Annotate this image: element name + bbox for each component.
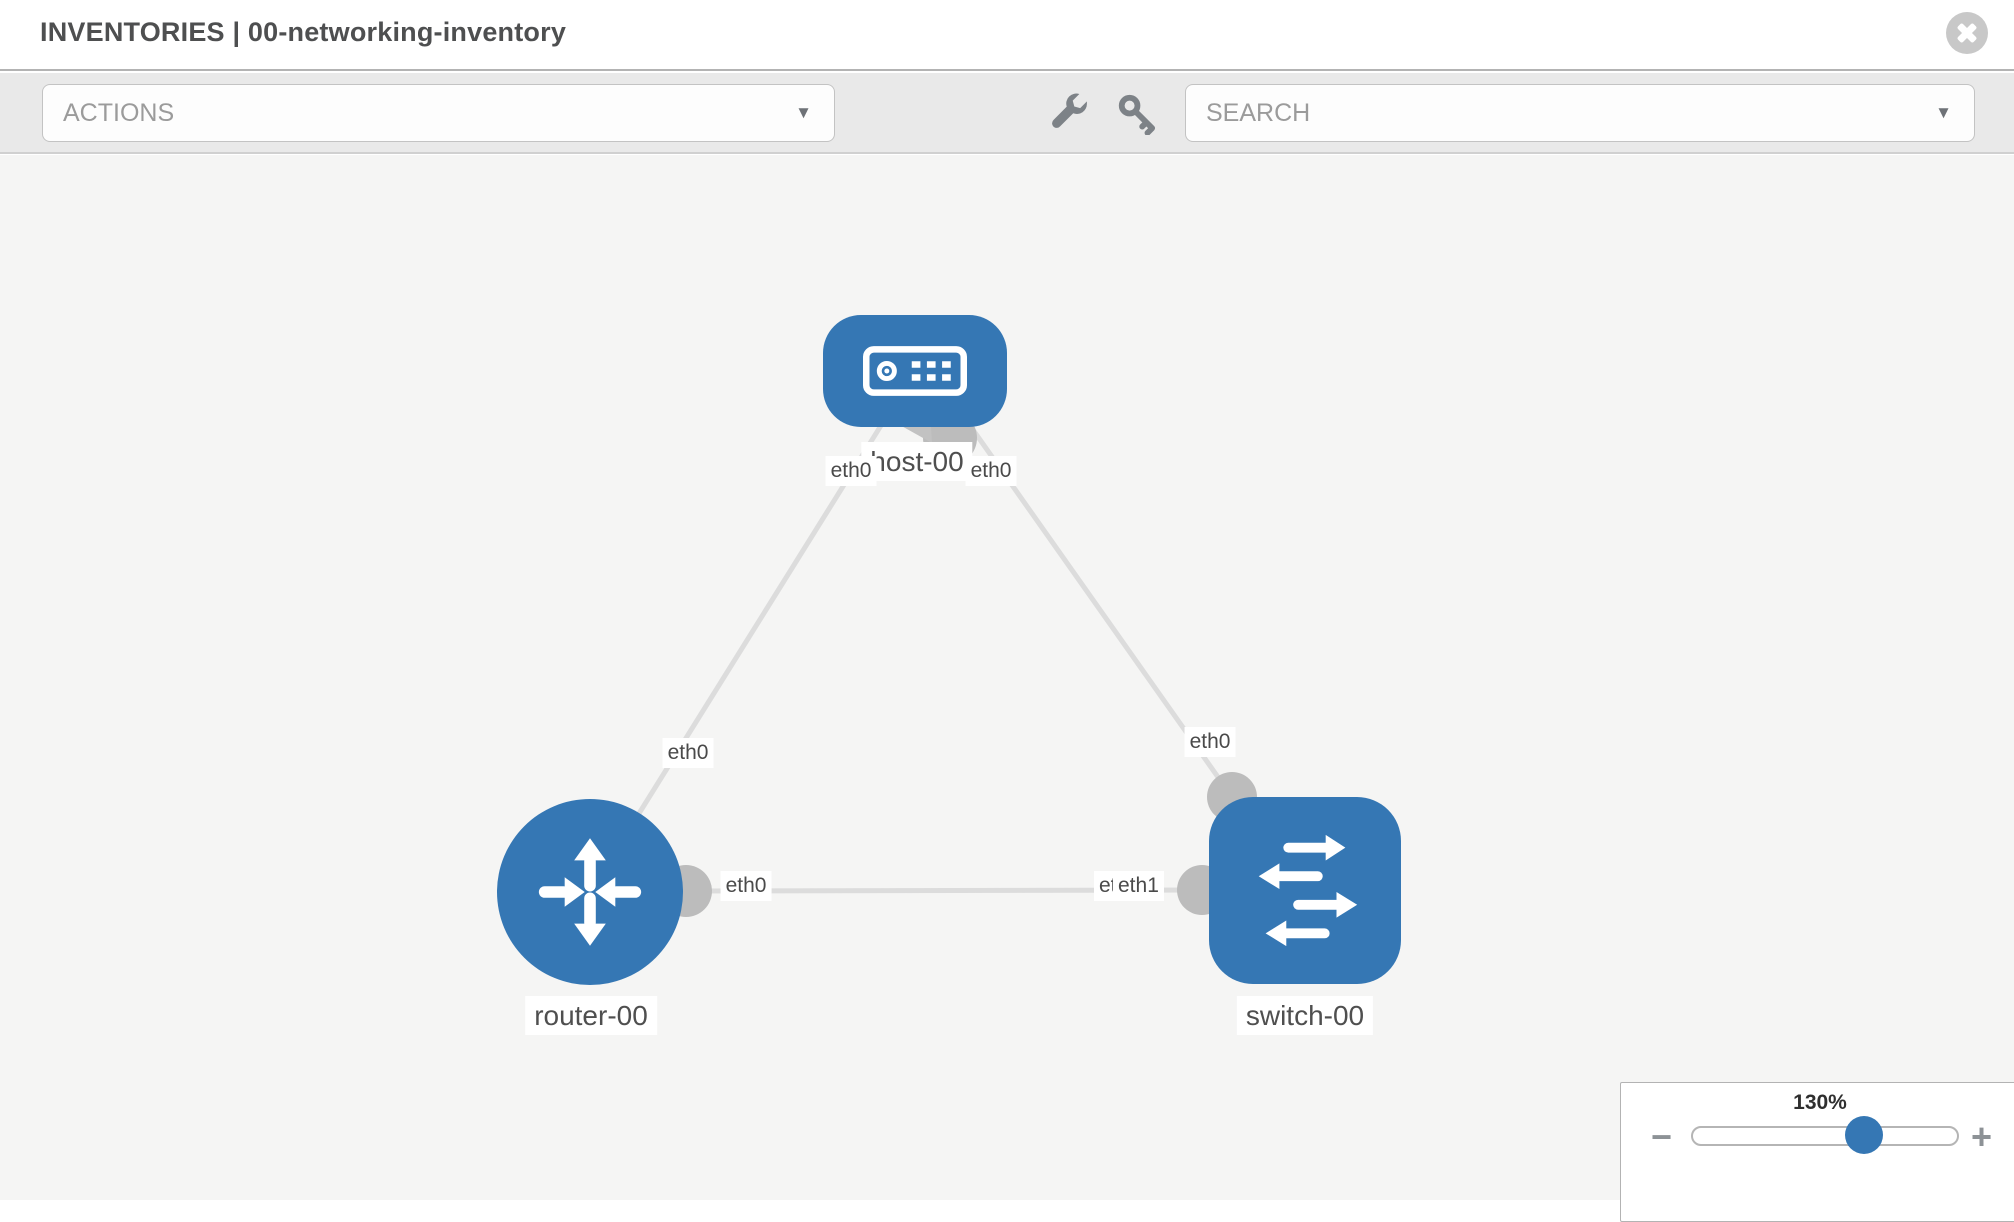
node-switch-00[interactable] <box>1209 797 1401 984</box>
credentials-button[interactable] <box>1115 91 1161 137</box>
node-host-00[interactable] <box>823 315 1007 427</box>
node-label-switch: switch-00 <box>1236 996 1374 1035</box>
host-icon <box>863 346 967 396</box>
search-placeholder: SEARCH <box>1206 98 1311 127</box>
zoom-in-button[interactable]: + <box>1971 1116 1993 1157</box>
router-icon <box>538 838 642 946</box>
interface-label-bottom-front: eth1 <box>1113 871 1164 902</box>
zoom-slider-thumb[interactable] <box>1845 1116 1883 1154</box>
interface-label-bottom-left: eth0 <box>720 871 772 902</box>
header: INVENTORIES | 00-networking-inventory <box>0 0 2014 71</box>
search-dropdown[interactable]: SEARCH ▼ <box>1185 84 1975 142</box>
page-title: INVENTORIES | 00-networking-inventory <box>40 17 567 47</box>
interface-label-host-left: eth0 <box>825 456 877 487</box>
node-label-router: router-00 <box>525 996 657 1035</box>
wrench-icon <box>1052 93 1087 128</box>
zoom-out-button[interactable]: − <box>1651 1116 1673 1157</box>
actions-dropdown-label: ACTIONS <box>63 98 175 127</box>
topology-canvas[interactable]: host-00 router-00 switch-00 eth0 eth0 et… <box>0 155 2014 1200</box>
key-icon <box>1118 94 1156 135</box>
chevron-down-icon: ▼ <box>795 103 812 122</box>
toolbar: ACTIONS ▼ SEARCH ▼ <box>0 73 2014 154</box>
interface-label-host-right: eth0 <box>965 456 1017 487</box>
node-router-00[interactable] <box>497 799 683 985</box>
configure-button[interactable] <box>1045 91 1091 137</box>
zoom-level: 130% <box>1793 1091 1847 1114</box>
node-label-host: host-00 <box>861 442 973 481</box>
close-button[interactable] <box>1946 12 1988 54</box>
interface-label-router-upper: eth0 <box>662 738 714 769</box>
chevron-down-icon: ▼ <box>1935 103 1952 122</box>
zoom-panel: 130% − + <box>1620 1082 2014 1222</box>
zoom-slider-track[interactable] <box>1691 1126 1959 1146</box>
switch-icon <box>1258 834 1358 946</box>
actions-dropdown[interactable]: ACTIONS ▼ <box>42 84 835 142</box>
link-layer <box>587 369 1257 917</box>
interface-label-switch-upper: eth0 <box>1184 727 1236 758</box>
